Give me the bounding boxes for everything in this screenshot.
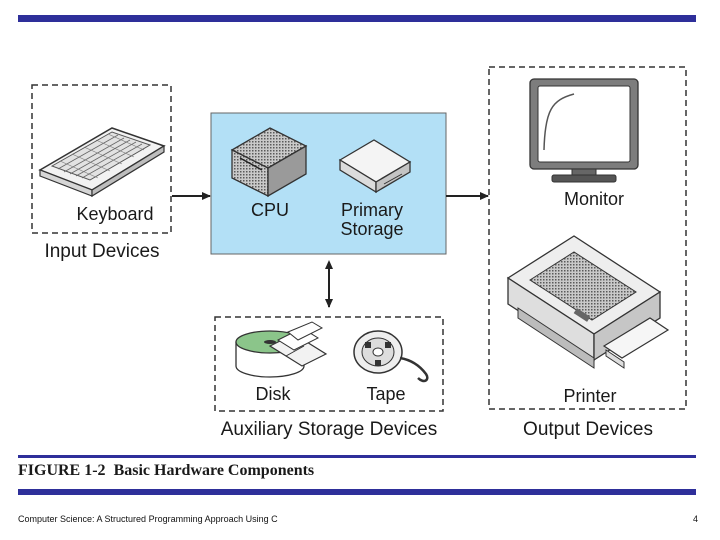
keyboard-icon — [38, 127, 166, 198]
cpu-primary-storage-group: CPU Primary Storage — [210, 112, 447, 255]
auxiliary-storage-devices-label: Auxiliary Storage Devices — [221, 419, 437, 440]
primary-storage-label-line2: Storage — [340, 219, 403, 239]
hardware-diagram: Keyboard Input Devices CPU Primary Stora… — [31, 66, 687, 440]
tape-reel-icon — [353, 330, 429, 383]
printer-label: Printer — [563, 386, 616, 406]
footer-book-title: Computer Science: A Structured Programmi… — [18, 514, 278, 524]
page-number: 4 — [692, 514, 698, 524]
cpu-icon — [230, 127, 308, 198]
disk-label: Disk — [256, 384, 292, 404]
figure-title: Basic Hardware Components — [113, 462, 315, 479]
output-devices-group: Monitor Printer Output Devices — [488, 66, 687, 440]
printer-icon — [506, 235, 670, 369]
input-devices-group: Keyboard Input Devices — [31, 84, 172, 262]
figure-caption: FIGURE 1-2 Basic Hardware Components — [18, 462, 314, 480]
monitor-icon — [529, 78, 639, 183]
auxiliary-storage-group: Disk Tape Auxiliary Storage Devices — [214, 316, 444, 440]
primary-storage-icon — [338, 139, 412, 194]
output-devices-label: Output Devices — [523, 419, 653, 440]
monitor-label: Monitor — [564, 189, 624, 209]
caption-divider-bar — [18, 455, 696, 458]
bottom-accent-bar — [18, 489, 696, 495]
input-devices-label: Input Devices — [44, 241, 159, 262]
tape-label: Tape — [366, 384, 405, 404]
floppy-disk-icon — [268, 321, 328, 367]
figure-number: FIGURE 1-2 — [18, 462, 106, 479]
primary-storage-label-line1: Primary — [341, 200, 403, 220]
input-devices-box — [31, 84, 172, 234]
cpu-label: CPU — [251, 200, 289, 220]
keyboard-label: Keyboard — [76, 204, 153, 224]
auxiliary-storage-box — [214, 316, 444, 412]
top-accent-bar — [18, 15, 696, 22]
